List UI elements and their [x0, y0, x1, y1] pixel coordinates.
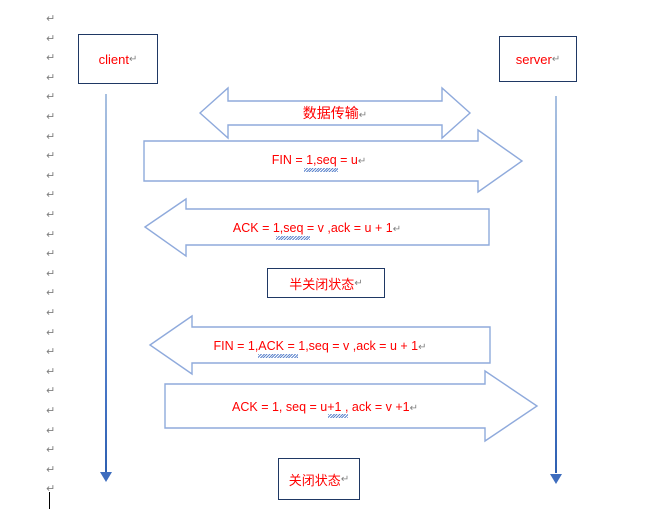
- server-box[interactable]: server↵: [499, 36, 577, 82]
- paragraph-mark: ↵: [46, 462, 56, 476]
- paragraph-mark: ↵: [46, 110, 56, 123]
- paragraph-mark: ↵: [46, 12, 56, 25]
- message-arrow-fin-ack-seq-v[interactable]: [148, 314, 491, 376]
- paragraph-mark: ↵: [46, 208, 56, 221]
- client-label: client: [98, 51, 129, 67]
- client-paragraph-mark: ↵: [128, 53, 138, 65]
- paragraph-mark: ↵: [46, 266, 56, 280]
- paragraph-mark: ↵: [46, 90, 56, 104]
- server-timeline-arrowhead-icon: [550, 474, 562, 484]
- paragraph-mark: ↵: [46, 70, 56, 84]
- state-label-half-close: 半关闭状态: [289, 277, 355, 293]
- paragraph-mark: ↵: [46, 482, 56, 496]
- text-caret: [49, 492, 50, 509]
- paragraph-mark: ↵: [46, 364, 56, 378]
- message-label-fin-seq-u: FIN = 1,seq = u↵: [271, 153, 367, 167]
- paragraph-mark: ↵: [46, 188, 56, 202]
- server-paragraph-mark: ↵: [551, 53, 561, 65]
- paragraph-mark: ↵: [46, 247, 56, 261]
- client-timeline-arrowhead-icon: [100, 472, 112, 482]
- message-arrow-ack-seq-u1[interactable]: [164, 369, 539, 443]
- paragraph-mark: ↵: [46, 168, 56, 182]
- half-close-paragraph-mark: ↵: [354, 277, 363, 289]
- spellcheck-squiggle: [276, 236, 310, 240]
- state-box-closed[interactable]: 关闭状态↵: [278, 458, 360, 500]
- spellcheck-squiggle: [328, 414, 348, 418]
- paragraph-mark: ↵: [46, 306, 56, 319]
- double-headed-arrow-icon: [198, 86, 472, 140]
- paragraph-mark: ↵: [46, 149, 56, 163]
- paragraph-mark: ↵: [46, 345, 56, 359]
- left-arrow-icon: [143, 197, 490, 258]
- message-label-data-transfer: 数据传输↵: [302, 106, 368, 122]
- state-label-closed: 关闭状态: [288, 473, 341, 489]
- paragraph-mark: ↵: [46, 31, 56, 45]
- closed-paragraph-mark: ↵: [340, 473, 350, 485]
- spellcheck-squiggle: [304, 168, 338, 172]
- message-arrow-fin-seq-u[interactable]: [143, 128, 524, 194]
- paragraph-mark: ↵: [46, 423, 56, 437]
- message-label-ack-seq-v: ACK = 1,seq = v ,ack = u + 1↵: [232, 221, 402, 235]
- left-arrow-icon: [148, 314, 491, 376]
- message-label-ack-seq-u1: ACK = 1, seq = u+1 , ack = v +1↵: [232, 400, 418, 414]
- spellcheck-squiggle: [258, 354, 298, 358]
- message-arrow-ack-seq-v[interactable]: [143, 197, 490, 258]
- right-arrow-icon: [164, 369, 539, 443]
- paragraph-mark: ↵: [46, 443, 56, 457]
- message-arrow-data-transfer[interactable]: [198, 86, 472, 140]
- paragraph-mark: ↵: [46, 129, 56, 143]
- client-box[interactable]: client↵: [78, 34, 158, 84]
- paragraph-mark: ↵: [46, 325, 56, 339]
- message-label-fin-ack-seq-v: FIN = 1,ACK = 1,seq = v ,ack = u + 1↵: [213, 339, 427, 353]
- client-timeline: [105, 94, 107, 473]
- server-timeline: [555, 96, 557, 473]
- paragraph-mark: ↵: [46, 51, 56, 65]
- server-label: server: [515, 51, 552, 67]
- paragraph-mark: ↵: [46, 384, 56, 398]
- paragraph-mark: ↵: [46, 227, 56, 241]
- paragraph-mark: ↵: [46, 286, 56, 300]
- paragraph-mark: ↵: [46, 404, 56, 417]
- right-arrow-icon: [143, 128, 524, 194]
- state-box-half-close[interactable]: 半关闭状态↵: [267, 268, 385, 298]
- paragraph-mark-column: ↵ ↵ ↵ ↵ ↵ ↵ ↵ ↵ ↵ ↵ ↵ ↵ ↵ ↵ ↵ ↵ ↵ ↵ ↵ ↵ ↵ ↵ ↵ ↵ ↵: [46, 0, 70, 523]
